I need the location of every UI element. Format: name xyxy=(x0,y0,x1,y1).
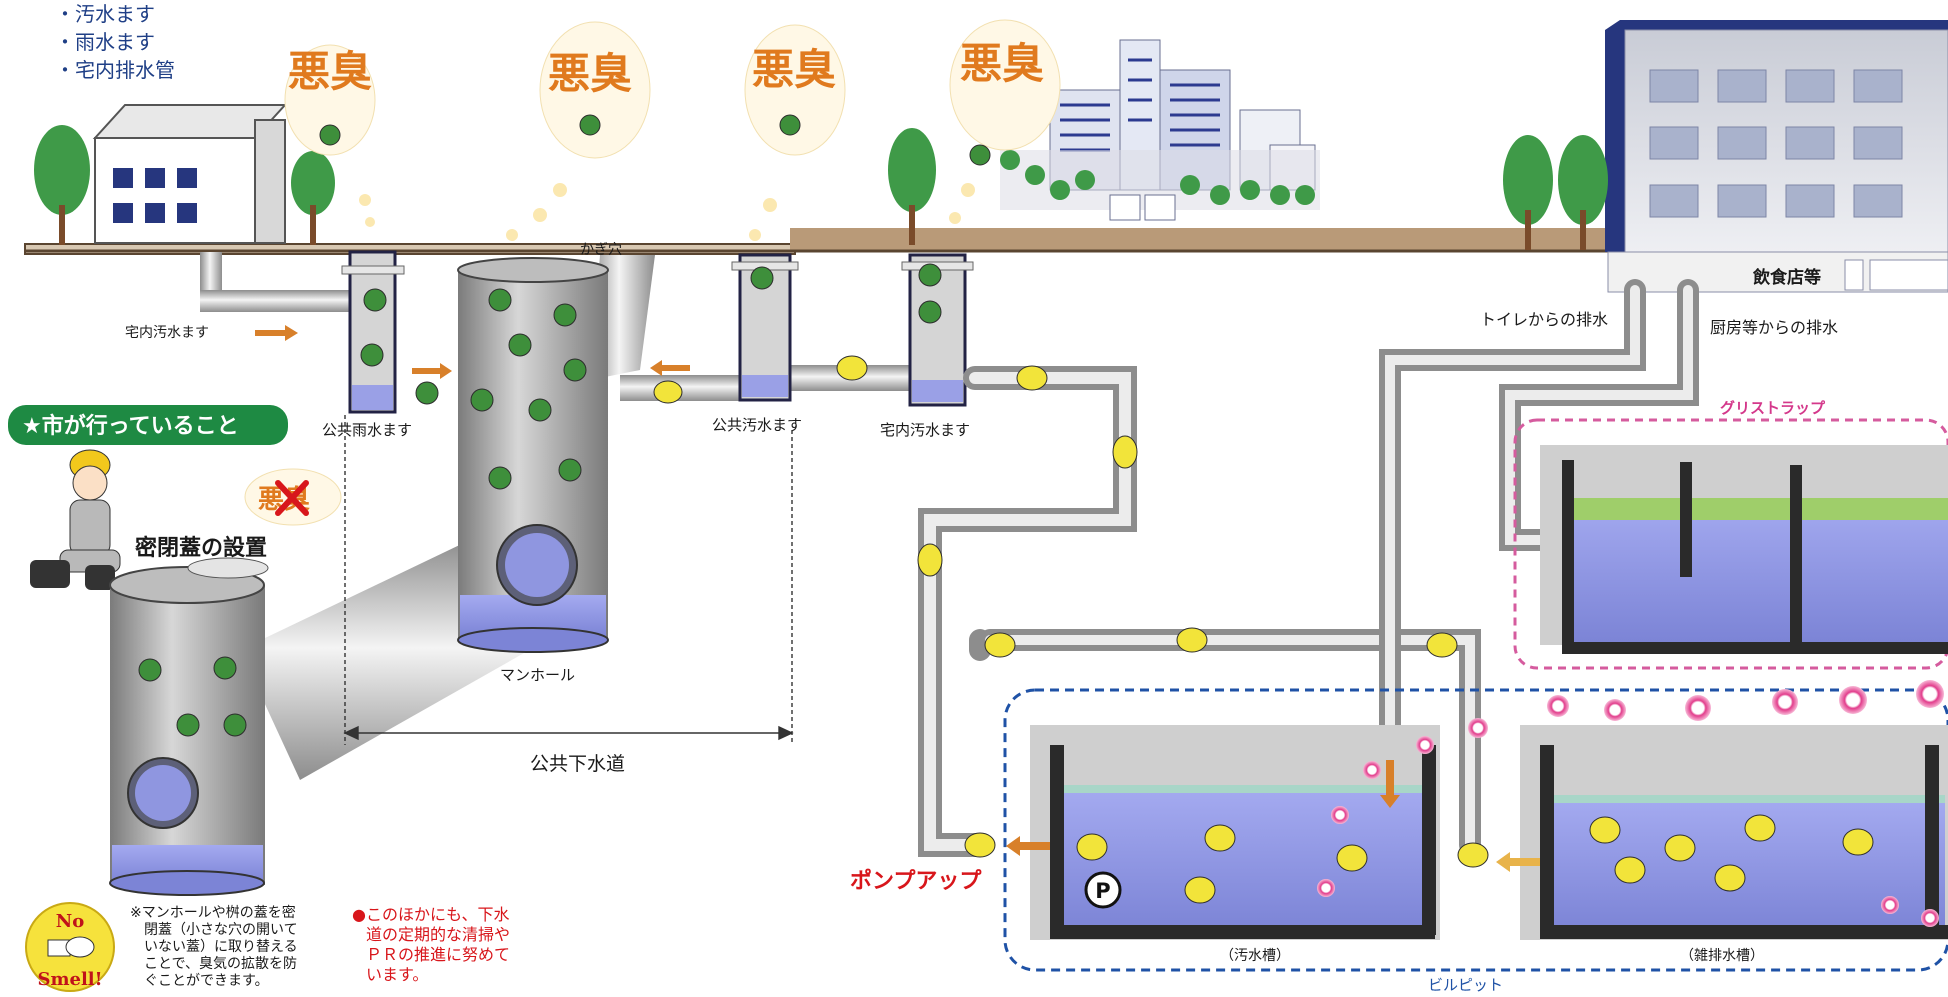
note-black-line-4: ことで、臭気の拡散を防 xyxy=(144,956,297,972)
note-red-line-2: 道の定期的な清掃や xyxy=(366,925,510,944)
house-sewage-box-label: 宅内汚水ます xyxy=(880,421,970,439)
smell-text-2: 悪臭 xyxy=(548,49,632,98)
city-skyline-illustration xyxy=(888,39,1320,245)
building-pit-label: ビルピット xyxy=(1428,976,1503,994)
badge-line-1: No xyxy=(56,911,84,932)
keyhole-label: かぎ穴 xyxy=(580,242,622,258)
house-drain-pipe xyxy=(200,252,350,312)
city-banner-text: ★市が行っていること xyxy=(22,413,239,439)
note-black-line-5: ぐことができます。 xyxy=(144,973,269,989)
worker-illustration xyxy=(30,449,121,590)
smell-text-1: 悪臭 xyxy=(288,47,372,96)
house-drain-label: 宅内汚水ます xyxy=(125,325,209,341)
pump-icon: P xyxy=(1084,871,1122,909)
public-rain-box xyxy=(341,250,405,414)
smell-bubble-1: 悪臭 xyxy=(284,44,376,227)
pump-pipe-route xyxy=(918,279,1699,857)
sealed-cover-label: 密閉蓋の設置 xyxy=(135,535,267,561)
public-sewage-box xyxy=(731,253,799,402)
grease-trap xyxy=(1513,418,1948,670)
pump-up-label: ポンプアップ xyxy=(850,868,982,894)
office-building-illustration xyxy=(1503,20,1948,293)
smell-text-3: 悪臭 xyxy=(752,45,836,94)
manhole-shaft xyxy=(457,257,609,653)
house-illustration xyxy=(34,104,335,245)
target-list: ・汚水ます ・雨水ます ・宅内排水管 xyxy=(55,2,175,82)
note-black: ※マンホールや桝の蓋を密 閉蓋（小さな穴の開いて いない蓋）に取り替える ことで… xyxy=(130,904,298,989)
no-smell-badge: No Smell! xyxy=(25,902,115,992)
badge-line-2: Smell! xyxy=(37,969,102,990)
inflow-arrow xyxy=(1496,852,1540,872)
kitchen-drain-label: 厨房等からの排水 xyxy=(1710,318,1838,337)
list-item-house-pipe: ・宅内排水管 xyxy=(55,58,175,82)
dimension-lines xyxy=(343,415,794,745)
note-black-line-3: いない蓋）に取り替える xyxy=(144,939,298,955)
nose-pinch-icon xyxy=(47,936,95,958)
public-sewer-label: 公共下水道 xyxy=(530,753,625,775)
note-red: ●このほかにも、下水 道の定期的な清掃や ＰＲの推進に努めて います。 xyxy=(352,905,510,984)
public-sewage-box-label: 公共汚水ます xyxy=(712,416,802,434)
odor-rings xyxy=(1317,680,1944,927)
sewage-tank-label: （汚水槽） xyxy=(1220,948,1290,964)
smell-bubble-3: 悪臭 xyxy=(744,24,846,241)
smell-bubble-4: 悪臭 xyxy=(949,19,1061,224)
public-rain-box-label: 公共雨水ます xyxy=(322,421,412,439)
note-black-line-1: ※マンホールや桝の蓋を密 xyxy=(130,904,296,921)
manhole-label: マンホール xyxy=(500,666,575,684)
list-item-rain-box: ・雨水ます xyxy=(55,30,155,54)
list-item-sewage-box: ・汚水ます xyxy=(55,2,155,26)
cross-mark-icon xyxy=(275,480,309,516)
smell-text-4: 悪臭 xyxy=(960,39,1044,88)
note-red-line-3: ＰＲの推進に努めて xyxy=(366,945,510,964)
note-red-line-1: ●このほかにも、下水 xyxy=(352,905,509,924)
toilet-drain-label: トイレからの排水 xyxy=(1480,310,1608,329)
note-black-line-2: 閉蓋（小さな穴の開いて xyxy=(144,922,298,938)
misc-tank-label: （雑排水槽） xyxy=(1680,948,1764,964)
note-red-line-4: います。 xyxy=(366,965,428,984)
smell-bubble-2: 悪臭 xyxy=(506,21,651,241)
restaurant-label: 飲食店等 xyxy=(1752,267,1821,288)
toilet-inflow-arrow xyxy=(1380,760,1400,808)
pump-arrow xyxy=(1006,836,1050,856)
grease-trap-label: グリストラップ xyxy=(1720,399,1826,417)
city-banner: ★市が行っていること xyxy=(8,405,288,445)
odor-germ-characters xyxy=(138,114,1874,904)
pump-symbol: P xyxy=(1095,879,1110,903)
no-smell-bubble: 悪臭 xyxy=(244,468,342,526)
